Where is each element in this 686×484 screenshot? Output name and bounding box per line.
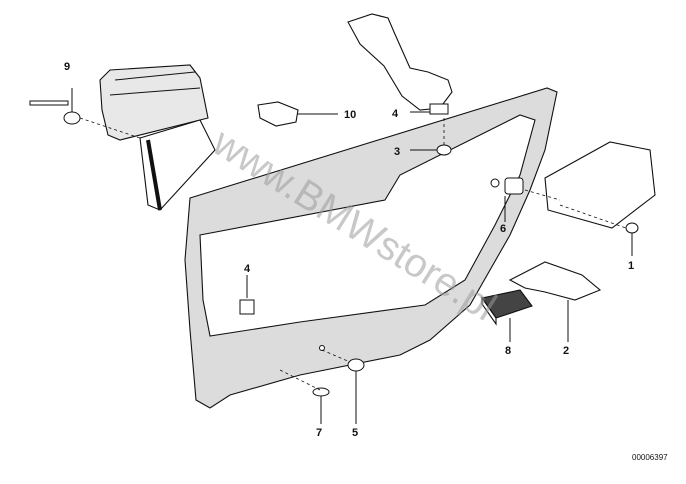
- trim-strip-part: [99, 64, 216, 211]
- cover-part: [524, 141, 656, 229]
- screw-lower-part: [279, 369, 330, 424]
- nut-lower-part: [239, 275, 255, 315]
- rivet-part: [29, 88, 141, 139]
- nut-upper-part: [410, 103, 449, 115]
- callout-2: 2: [563, 345, 569, 357]
- callout-7: 7: [316, 427, 322, 439]
- callout-1: 1: [628, 260, 634, 272]
- screw-right-part: [559, 204, 639, 256]
- callout-4-lower: 4: [244, 263, 251, 275]
- callout-6: 6: [500, 223, 506, 235]
- callout-4-upper: 4: [392, 108, 399, 120]
- switch-part: [481, 289, 533, 342]
- clip-part: [257, 101, 338, 127]
- callout-10: 10: [344, 109, 356, 121]
- grab-handle-part: [347, 13, 453, 111]
- callout-5: 5: [352, 427, 358, 439]
- callout-9: 9: [64, 61, 70, 73]
- button-part: [490, 177, 524, 222]
- callout-8: 8: [505, 345, 511, 357]
- screw-upper-part: [410, 118, 452, 156]
- callout-3: 3: [394, 146, 400, 158]
- grommet-part: [319, 345, 365, 424]
- bracket-part: [508, 261, 602, 342]
- reference-code: 00006397: [632, 453, 668, 462]
- trim-panel: [184, 87, 558, 409]
